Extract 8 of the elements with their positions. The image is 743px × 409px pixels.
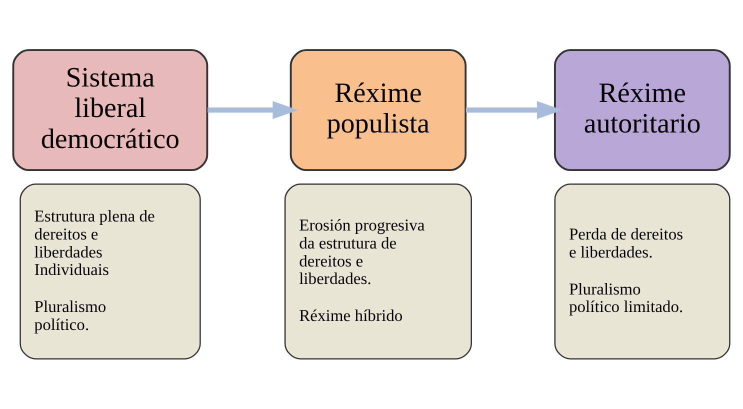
node-box: Réxime autoritario xyxy=(554,49,731,171)
node-box: Réxime populista xyxy=(290,49,467,171)
node-box: Sistema liberal democrático xyxy=(12,49,208,171)
arrow xyxy=(466,101,563,120)
node-box: Estrutura plena de dereitos e liberdades Individuais Pluralismo político. xyxy=(20,183,201,360)
node-box: Erosión progresiva da estrutura de dereitos e liberdades. Réxime híbrido xyxy=(284,183,472,360)
arrow xyxy=(208,101,298,120)
node-box: Perda de dereitos e liberdades. Pluralismo político limitado. xyxy=(554,183,730,360)
